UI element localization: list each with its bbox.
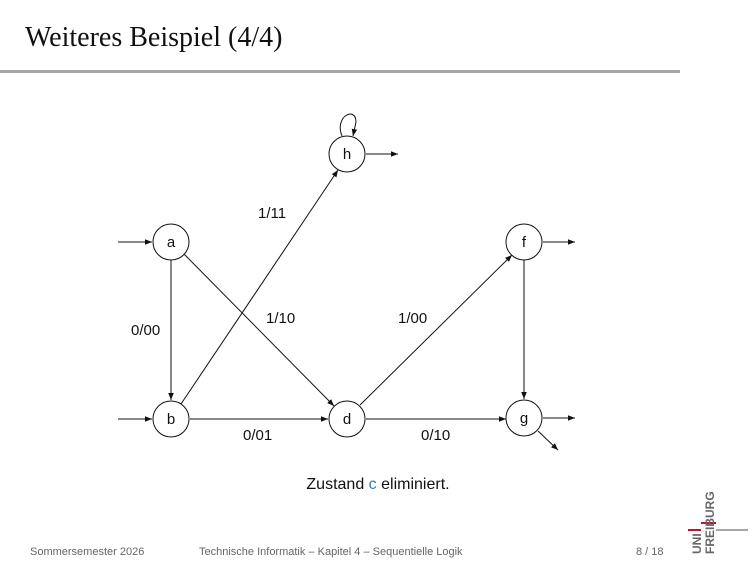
edge-d-f	[359, 254, 513, 406]
state-label-h: h	[343, 146, 351, 163]
footer-semester: Sommersemester 2026	[30, 546, 145, 558]
caption-text-after: eliminiert.	[376, 476, 450, 493]
state-node-a: a	[152, 223, 190, 261]
state-node-h: h	[328, 135, 366, 173]
university-logo: UNI FREIBURG	[688, 491, 748, 554]
state-label-g: g	[520, 410, 528, 427]
edge-b-h	[180, 169, 339, 405]
footer-page-number: 8 / 18	[636, 546, 664, 558]
state-node-f: f	[505, 223, 543, 261]
edge-a-d	[183, 253, 335, 407]
exit-arrow-g-diag	[537, 430, 559, 451]
slide-title: Weiteres Beispiel (4/4)	[25, 22, 283, 53]
state-node-b: b	[152, 400, 190, 438]
state-label-b: b	[167, 411, 175, 428]
caption: Zustand c eliminiert.	[0, 476, 756, 494]
state-label-a: a	[167, 234, 176, 251]
self-loop-h	[339, 113, 358, 137]
edge-label-a-b: 0/00	[131, 322, 160, 339]
edge-label-d-g: 0/10	[421, 427, 450, 444]
edge-label-d-f: 1/00	[398, 310, 427, 327]
caption-text-before: Zustand	[306, 476, 369, 493]
logo-text-freiburg: FREIBURG	[703, 491, 717, 554]
logo-text-uni: UNI	[690, 533, 704, 554]
state-node-d: d	[328, 400, 366, 438]
state-label-d: d	[343, 411, 351, 428]
state-label-f: f	[522, 234, 527, 251]
title-rule	[0, 70, 680, 73]
state-node-g: g	[505, 399, 543, 437]
edge-label-a-d: 1/10	[266, 310, 295, 327]
footer-course: Technische Informatik – Kapitel 4 – Sequ…	[199, 546, 463, 558]
edge-label-b-h: 1/11	[258, 205, 286, 222]
edge-label-b-d: 0/01	[243, 427, 272, 444]
caption-highlight: c	[368, 476, 377, 493]
